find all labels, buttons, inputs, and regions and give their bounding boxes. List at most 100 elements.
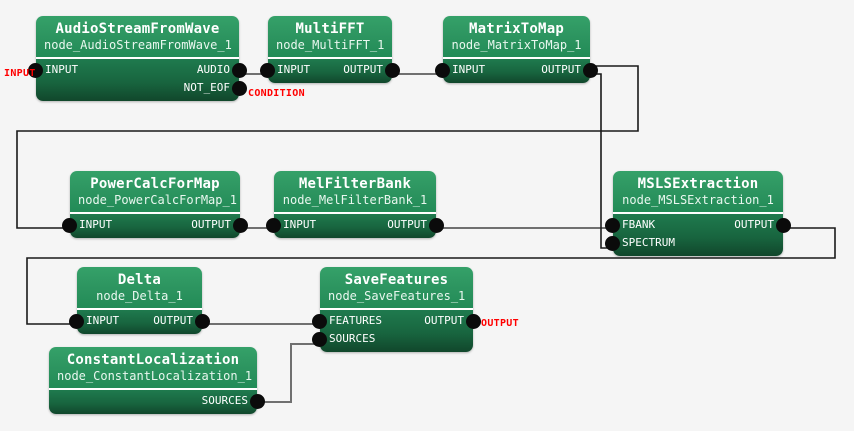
- port-row: SOURCES: [312, 330, 473, 348]
- node-instance-name: node_AudioStreamFromWave_1: [44, 38, 232, 52]
- port-row: INPUT OUTPUT: [69, 312, 210, 330]
- input-port-label: INPUT: [86, 314, 120, 327]
- node-ports: INPUT OUTPUT: [69, 310, 210, 334]
- node-title: MultiFFT: [295, 21, 365, 37]
- input-port-dot[interactable]: [260, 63, 275, 78]
- node-instance-name: node_MSLSExtraction_1: [622, 193, 774, 207]
- node-ports: INPUT OUTPUT: [266, 214, 444, 238]
- external-label-graph-input: INPUT: [4, 68, 36, 79]
- output-port-dot[interactable]: [250, 394, 265, 409]
- node-instance-name: node_ConstantLocalization_1: [57, 369, 253, 383]
- output-port-dot[interactable]: [583, 63, 598, 78]
- input-port-label: INPUT: [277, 63, 311, 76]
- node-title: MatrixToMap: [469, 21, 564, 37]
- input-port-dot[interactable]: [312, 314, 327, 329]
- node-ports: INPUT OUTPUT: [62, 214, 248, 238]
- node-title: MelFilterBank: [298, 176, 412, 192]
- node-instance-name: node_SaveFeatures_1: [328, 289, 466, 303]
- node-title: MSLSExtraction: [637, 176, 759, 192]
- node-title: AudioStreamFromWave: [55, 21, 220, 37]
- input-port-label: INPUT: [283, 218, 317, 231]
- input-port-label: SOURCES: [329, 332, 376, 345]
- node-title: Delta: [117, 272, 162, 288]
- output-port-label: OUTPUT: [343, 63, 383, 76]
- output-port-dot[interactable]: [232, 81, 247, 96]
- input-port-dot[interactable]: [605, 236, 620, 251]
- output-port-label: OUTPUT: [424, 314, 464, 327]
- node-ports: INPUT OUTPUT: [260, 59, 400, 83]
- output-port-label: NOT_EOF: [183, 81, 230, 94]
- port-row: INPUT AUDIO: [28, 61, 247, 79]
- input-port-label: INPUT: [79, 218, 113, 231]
- input-port-label: FBANK: [622, 218, 656, 231]
- node-ports: INPUT AUDIO NOT_EOF: [28, 59, 247, 101]
- input-port-label: INPUT: [45, 63, 79, 76]
- input-port-dot[interactable]: [605, 218, 620, 233]
- port-row: INPUT OUTPUT: [260, 61, 400, 79]
- node-instance-name: node_MatrixToMap_1: [451, 38, 582, 52]
- output-port-label: SOURCES: [201, 394, 248, 407]
- output-port-dot[interactable]: [429, 218, 444, 233]
- output-port-label: OUTPUT: [734, 218, 774, 231]
- node-ports: FEATURES OUTPUT SOURCES: [312, 310, 481, 352]
- input-port-dot[interactable]: [312, 332, 327, 347]
- output-port-dot[interactable]: [776, 218, 791, 233]
- output-port-dot[interactable]: [232, 63, 247, 78]
- node-ports: SOURCES: [49, 390, 265, 414]
- external-label-graph-output: OUTPUT: [481, 318, 519, 329]
- node-instance-name: node_PowerCalcForMap_1: [78, 193, 237, 207]
- node-ports: INPUT OUTPUT: [435, 59, 598, 83]
- output-port-label: OUTPUT: [191, 218, 231, 231]
- output-port-label: OUTPUT: [387, 218, 427, 231]
- input-port-label: SPECTRUM: [622, 236, 675, 249]
- port-row: INPUT OUTPUT: [62, 216, 248, 234]
- node-title: SaveFeatures: [344, 272, 449, 288]
- wire-sources-to-savefeatures: [257, 343, 320, 403]
- port-row: INPUT OUTPUT: [435, 61, 598, 79]
- port-row: NOT_EOF: [36, 79, 247, 97]
- input-port-dot[interactable]: [435, 63, 450, 78]
- node-instance-name: node_MelFilterBank_1: [282, 193, 428, 207]
- input-port-dot[interactable]: [28, 63, 43, 78]
- port-row: FEATURES OUTPUT: [312, 312, 481, 330]
- node-instance-name: node_Delta_1: [96, 289, 183, 303]
- port-row: FBANK OUTPUT: [605, 216, 791, 234]
- output-port-label: OUTPUT: [541, 63, 581, 76]
- output-port-label: AUDIO: [196, 63, 230, 76]
- output-port-label: OUTPUT: [153, 314, 193, 327]
- output-port-dot[interactable]: [195, 314, 210, 329]
- input-port-label: FEATURES: [329, 314, 382, 327]
- port-row: SOURCES: [49, 392, 265, 410]
- port-row: SPECTRUM: [605, 234, 783, 252]
- node-ports: FBANK OUTPUT SPECTRUM: [605, 214, 791, 256]
- node-title: ConstantLocalization: [66, 352, 240, 368]
- output-port-dot[interactable]: [466, 314, 481, 329]
- node-instance-name: node_MultiFFT_1: [276, 38, 385, 52]
- external-label-condition: CONDITION: [248, 88, 305, 99]
- input-port-dot[interactable]: [69, 314, 84, 329]
- output-port-dot[interactable]: [233, 218, 248, 233]
- output-port-dot[interactable]: [385, 63, 400, 78]
- input-port-label: INPUT: [452, 63, 486, 76]
- input-port-dot[interactable]: [62, 218, 77, 233]
- input-port-dot[interactable]: [266, 218, 281, 233]
